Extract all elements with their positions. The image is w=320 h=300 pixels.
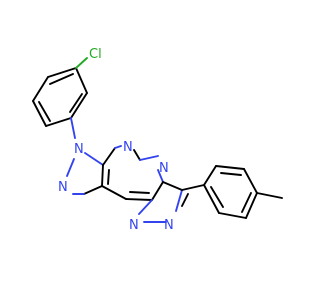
molecule-structure: Cl (32, 47, 283, 233)
bridgehead-n-label: N (159, 161, 169, 176)
pyrazole-n1-label: N (74, 142, 84, 157)
chlorophenyl-ring (32, 67, 88, 127)
triazole-n2-label: N (164, 218, 174, 233)
pyrimidine-n-label: N (123, 140, 133, 155)
pyrazole-n2-label: N (58, 180, 68, 195)
tolyl-ring (181, 165, 258, 219)
aryl-n-bond (70, 117, 76, 139)
triazole-n1-label: N (129, 218, 139, 233)
pyrimidine-ring (101, 145, 164, 201)
chlorine-atom-label: Cl (89, 47, 102, 62)
methyl-bond (256, 192, 283, 199)
chloro-substituent: Cl (75, 47, 102, 69)
triazole-ring (138, 181, 189, 223)
pyrazole-ring (66, 152, 110, 195)
